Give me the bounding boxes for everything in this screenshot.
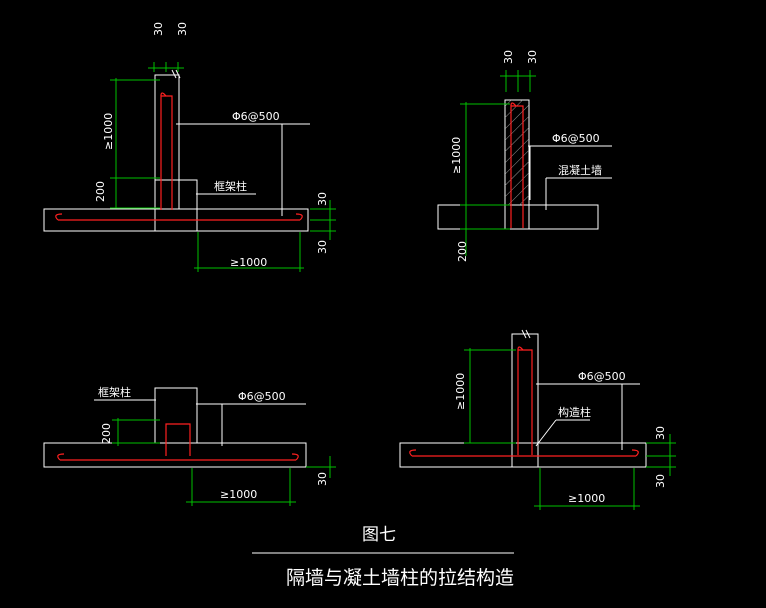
partition-wall <box>399 442 647 468</box>
dim-30-h: 30 <box>654 426 667 440</box>
dim-ge1000-v2: ≥1000 <box>450 137 463 174</box>
concrete-wall <box>437 204 599 230</box>
dim-ge1000-h: ≥1000 <box>230 256 267 269</box>
dim-30-d: 30 <box>316 240 329 254</box>
figure-number: 图七 <box>362 525 396 545</box>
rebar-spec-1: Φ6@500 <box>232 110 280 123</box>
tie-rebar-vertical <box>160 95 173 210</box>
partition-wall <box>43 442 307 468</box>
frame-column <box>154 387 198 444</box>
dim-30-e: 30 <box>502 50 515 64</box>
partition-wall-vertical <box>154 74 180 210</box>
detail-4: ≥1000 ≥1000 30 30 Φ6@500 构造柱 <box>399 329 676 510</box>
dim-30-i: 30 <box>654 474 667 488</box>
rebar-spec-3: Φ6@500 <box>238 390 286 403</box>
detail-3: 200 ≥1000 30 Φ6@500 框架柱 <box>43 385 336 506</box>
rebar-spec-2: Φ6@500 <box>552 132 600 145</box>
label-frame-column-3: 框架柱 <box>98 385 131 399</box>
dim-200-3: 200 <box>100 423 113 444</box>
tie-rebar-vertical <box>517 349 533 455</box>
dim-30-b: 30 <box>176 22 189 36</box>
tie-rebar-vertical <box>510 105 524 228</box>
detail-1: 30 30 ≥1000 200 ≥1000 30 30 Φ6@500 框架柱 <box>43 22 336 272</box>
dim-200: 200 <box>94 181 107 202</box>
constructional-column <box>511 442 539 468</box>
label-concrete-wall: 混凝土墙 <box>558 163 602 177</box>
frame-column <box>154 179 198 232</box>
dim-200-2: 200 <box>456 241 469 262</box>
dim-30-a: 30 <box>152 22 165 36</box>
detail-2: 30 30 ≥1000 200 Φ6@500 混凝土墙 <box>437 50 612 262</box>
dim-30-g: 30 <box>316 472 329 486</box>
dim-ge1000-h3: ≥1000 <box>220 488 257 501</box>
label-constructional-column: 构造柱 <box>558 405 591 419</box>
dim-30-f: 30 <box>526 50 539 64</box>
dim-30-c: 30 <box>316 192 329 206</box>
figure-title: 隔墙与凝土墙柱的拉结构造 <box>286 567 514 589</box>
dim-ge1000-v: ≥1000 <box>102 113 115 150</box>
dim-ge1000-h4: ≥1000 <box>568 492 605 505</box>
label-frame-column-1: 框架柱 <box>214 179 247 193</box>
dim-ge1000-v4: ≥1000 <box>454 373 467 410</box>
rebar-spec-4: Φ6@500 <box>578 370 626 383</box>
